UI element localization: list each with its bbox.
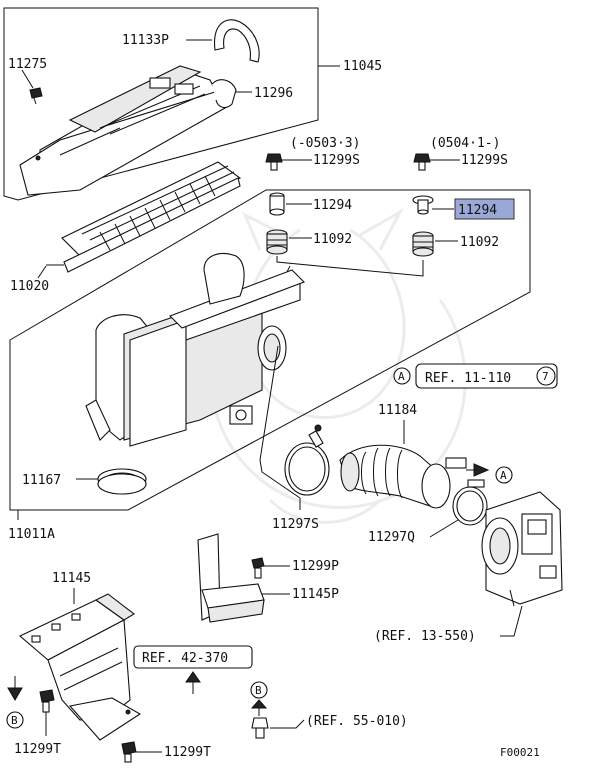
bolt-11299T-left[interactable] [39, 689, 55, 713]
svg-text:A: A [500, 469, 507, 482]
label-11145P: 11145P [292, 587, 339, 602]
label-11145: 11145 [52, 571, 91, 586]
label-11296: 11296 [254, 86, 293, 101]
svg-text:REF. 11-110: REF. 11-110 [425, 371, 511, 386]
bolt-11275[interactable] [21, 69, 43, 105]
label-11167: 11167 [22, 473, 61, 488]
lower-case-frame [9, 189, 531, 511]
ref-11-110-link[interactable]: REF. 11-110 7 [415, 363, 558, 389]
svg-text:B: B [11, 714, 18, 727]
svg-text:A: A [398, 370, 405, 383]
bracket-11145[interactable] [18, 593, 142, 741]
bracket-11145P[interactable] [197, 533, 265, 623]
collar-11294-left[interactable] [269, 192, 285, 216]
label-ref-55-010[interactable]: (REF. 55-010) [306, 714, 408, 729]
grommet-11092-left[interactable] [266, 229, 288, 255]
label-11011A: 11011A [8, 527, 55, 542]
bolt-11299P[interactable] [251, 557, 265, 579]
marker-A-target: A [495, 466, 513, 484]
label-11294-left: 11294 [313, 198, 352, 213]
gasket-11133P[interactable] [186, 19, 260, 63]
svg-text:7: 7 [542, 370, 549, 383]
label-11092-left: 11092 [313, 232, 352, 247]
label-11299S-left: 11299S [313, 153, 360, 168]
label-11294-right[interactable]: 11294 [458, 203, 497, 218]
label-11297Q: 11297Q [368, 530, 415, 545]
date-range-left: (-0503·3) [290, 136, 360, 151]
collar-11294-right[interactable] [412, 195, 434, 215]
svg-text:B: B [255, 684, 262, 697]
label-11133P: 11133P [122, 33, 169, 48]
upper-case-group [3, 7, 340, 201]
label-11299T-bottom: 11299T [164, 745, 211, 760]
label-11297S: 11297S [272, 517, 319, 532]
label-11299T-left: 11299T [14, 742, 61, 757]
label-11184: 11184 [378, 403, 417, 418]
bolt-11299S-left[interactable] [265, 153, 283, 171]
figure-id: F00021 [500, 746, 540, 759]
highlight-11294-right [454, 198, 515, 220]
grommet-11092-right[interactable] [412, 231, 434, 257]
clip-11296[interactable] [211, 79, 252, 109]
marker-B-left: B [6, 711, 24, 729]
label-ref-13-550[interactable]: (REF. 13-550) [374, 629, 476, 644]
date-range-right: (0504·1-) [430, 136, 500, 151]
bolt-11299T-bottom[interactable] [121, 741, 137, 763]
lower-case-part[interactable] [85, 252, 305, 447]
clamp-11297S[interactable] [284, 424, 330, 496]
marker-B-right: B [250, 681, 268, 699]
upper-case-part[interactable] [19, 65, 226, 196]
marker-A-ref: A [393, 367, 411, 385]
label-11092-right: 11092 [460, 235, 499, 250]
ref-42-370-link[interactable]: REF. 42-370 [133, 645, 253, 669]
label-11275: 11275 [8, 57, 47, 72]
throttle-body[interactable] [481, 491, 563, 607]
bolt-ref-55-010 [251, 717, 269, 739]
label-11045: 11045 [343, 59, 382, 74]
label-11020: 11020 [10, 279, 49, 294]
svg-text:REF. 42-370: REF. 42-370 [142, 651, 228, 666]
bolt-11299S-right[interactable] [413, 153, 431, 171]
intake-hose-11184[interactable] [339, 444, 467, 509]
label-11299P: 11299P [292, 559, 339, 574]
label-11299S-right: 11299S [461, 153, 508, 168]
air-filter-11020[interactable] [46, 161, 242, 273]
seal-11167[interactable] [97, 468, 147, 495]
clamp-11297Q[interactable] [452, 479, 488, 526]
